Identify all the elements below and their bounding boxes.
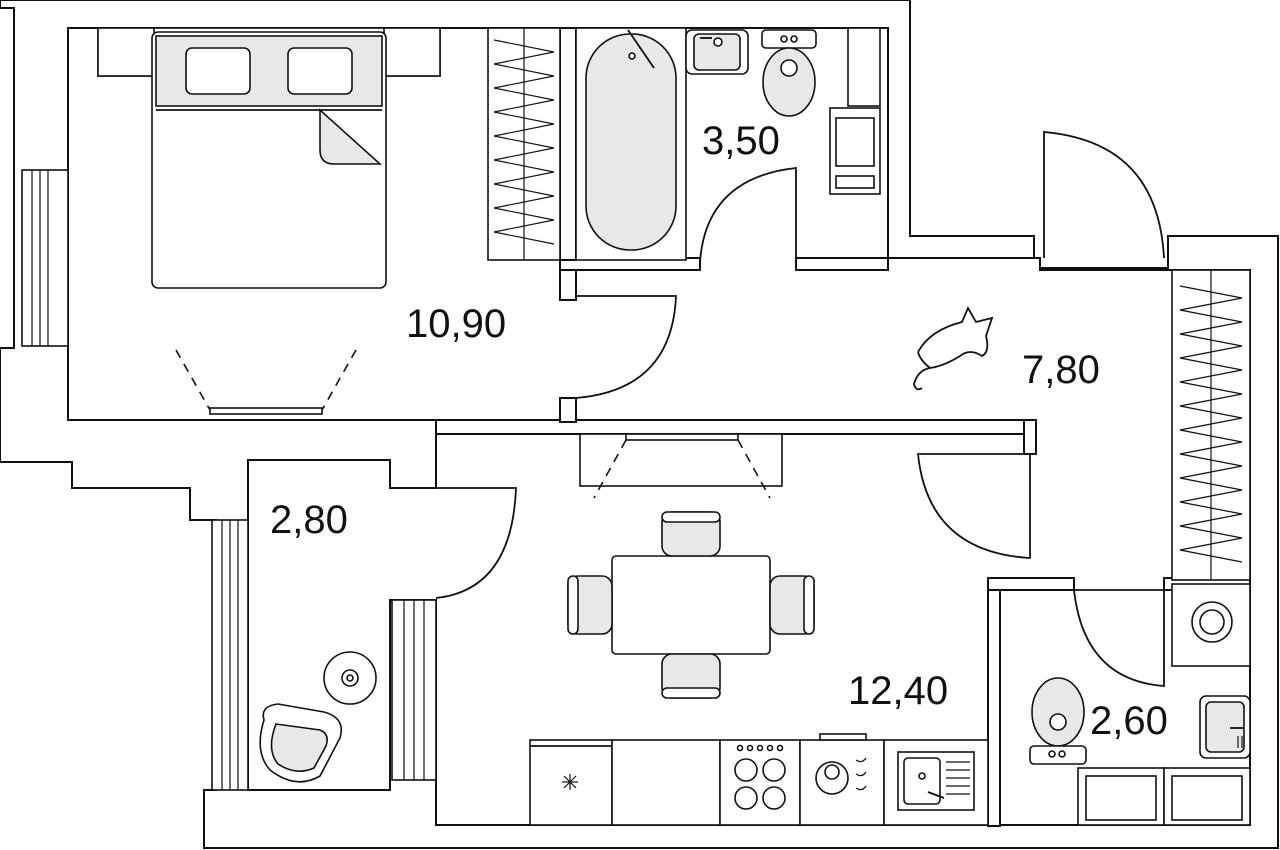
window-balcony-inner: [391, 599, 437, 781]
wc-cabinets: [1077, 767, 1251, 826]
door-bedroom: [575, 295, 677, 399]
chair-right: [769, 575, 815, 635]
partition-bath-bottom-2: [795, 257, 889, 271]
area-label-hallway: 7,80: [1022, 348, 1100, 392]
door-toilet: [1073, 589, 1165, 687]
door-kitchen: [917, 453, 1031, 559]
bed: [151, 31, 387, 289]
area-label-kitchen: 12,40: [848, 669, 948, 713]
toilet-bath: [761, 29, 817, 117]
partition-hall-right: [1023, 419, 1037, 455]
dining-table: [567, 511, 815, 699]
chair-top: [661, 511, 721, 557]
stove-icon: [734, 744, 786, 810]
cat-icon: [913, 305, 994, 391]
oven-icon: [815, 733, 867, 795]
area-label-bedroom: 10,90: [406, 302, 506, 346]
tv-stand: [579, 433, 783, 499]
partition-horizontal: [435, 419, 1037, 435]
washing-machine: [1171, 583, 1251, 667]
chair-left: [567, 575, 613, 635]
armchair: [259, 703, 343, 783]
balcony-table: [323, 651, 377, 705]
doors: [435, 131, 1165, 687]
washbasin-bath: [685, 29, 749, 75]
window-balcony: [211, 519, 249, 791]
area-label-toilet: 2,60: [1090, 699, 1168, 743]
sink-icon: [897, 751, 975, 811]
kitchen-counter: [529, 733, 989, 826]
fridge-icon: [562, 774, 578, 790]
partition-bedroom-hall: [559, 397, 577, 423]
toilet-wc: [1029, 677, 1087, 765]
window-bedroom: [21, 169, 69, 347]
area-label-balcony: 2,80: [270, 498, 348, 542]
washbasin-wc: [1199, 695, 1251, 759]
area-labels: 3,50 10,90 7,80 2,80 12,40 2,60: [270, 119, 1168, 743]
boiler: [829, 27, 881, 195]
wardrobe-bath: [487, 27, 561, 261]
wardrobe-hall: [1171, 269, 1251, 581]
bedroom-tv-cone: [175, 349, 357, 415]
chair-bottom: [661, 653, 721, 699]
toilet-wall-left: [987, 577, 1001, 827]
toilet-wall-top: [987, 577, 1075, 591]
door-bathroom: [699, 166, 797, 263]
door-balcony: [435, 487, 517, 599]
area-label-bathroom: 3,50: [702, 119, 780, 163]
bathroom-wall-left: [559, 27, 577, 261]
bathtub: [575, 27, 687, 261]
door-entrance: [1043, 131, 1165, 259]
